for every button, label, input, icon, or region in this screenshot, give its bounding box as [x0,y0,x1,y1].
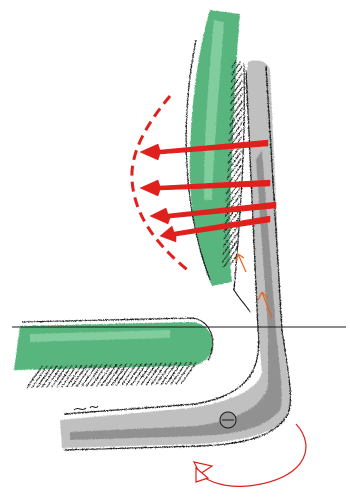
frame-fill [60,60,290,448]
chair-frame [60,60,290,450]
motion-arrow [236,254,246,272]
seat [14,318,213,388]
pivot-joint-icon [220,412,236,428]
backrest [186,10,250,312]
pressure-envelope [132,96,190,272]
seat-hatch [24,362,200,388]
scribble-marks [74,406,98,410]
